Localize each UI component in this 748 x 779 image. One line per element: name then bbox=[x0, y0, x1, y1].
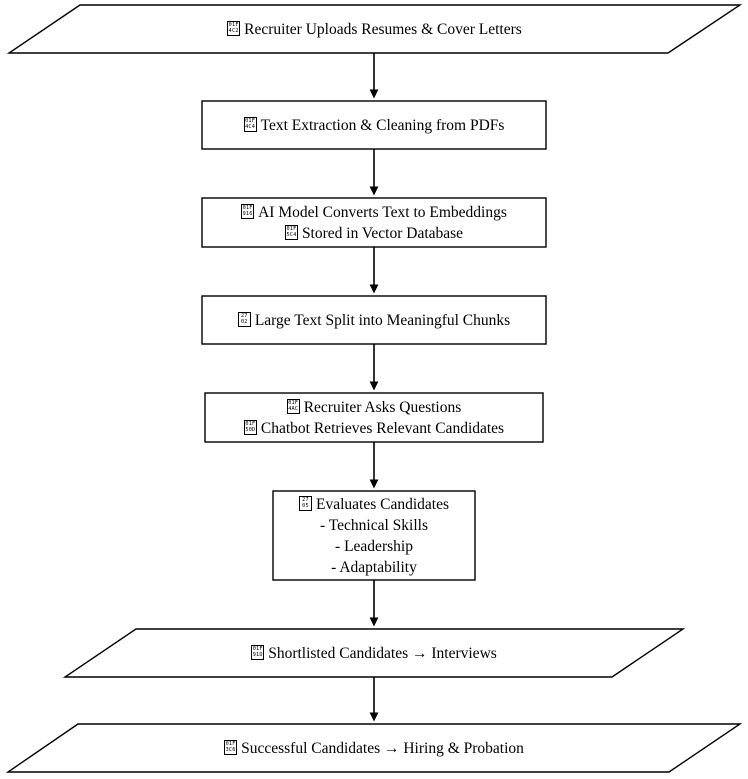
node-shape-extract[interactable] bbox=[201, 100, 547, 150]
node-shape-upload[interactable] bbox=[6, 4, 743, 54]
node-shape-query[interactable] bbox=[204, 392, 544, 443]
node-shape-evaluate[interactable] bbox=[272, 490, 476, 581]
node-shape-chunk[interactable] bbox=[201, 295, 547, 345]
node-shape-shortlist[interactable] bbox=[62, 628, 686, 678]
node-shape-embed[interactable] bbox=[201, 197, 547, 248]
node-shape-hired[interactable] bbox=[5, 723, 743, 773]
